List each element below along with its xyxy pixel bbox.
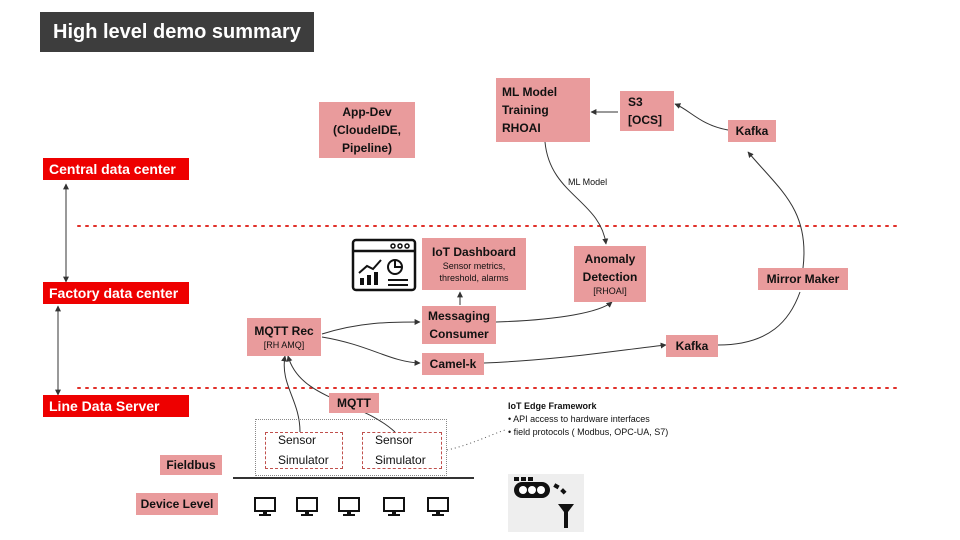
iot-edge-note: IoT Edge Framework • API access to hardw… xyxy=(508,401,728,437)
page-title: High level demo summary xyxy=(40,12,314,52)
monitor-icon xyxy=(427,497,449,516)
arrow-kafka-mirror xyxy=(717,291,801,346)
edge-note-connector xyxy=(446,429,506,451)
conveyor-robot-icon xyxy=(508,474,584,532)
messaging-consumer-box: Messaging Consumer xyxy=(422,306,496,344)
camel-k-box: Camel-k xyxy=(422,353,484,375)
kafka-factory-box: Kafka xyxy=(666,335,718,357)
monitor-icon xyxy=(254,497,276,516)
monitor-icon xyxy=(296,497,318,516)
sensor-group xyxy=(255,419,447,476)
mqtt-rec-box: MQTT Rec [RH AMQ] xyxy=(247,318,321,356)
ml-model-label: ML Model xyxy=(568,177,608,187)
sensor-simulator-2: Sensor Simulator xyxy=(362,432,442,469)
iot-dashboard-box: IoT Dashboard Sensor metrics, threshold,… xyxy=(422,238,526,290)
appdev-box: App-Dev (CloudeIDE, Pipeline) xyxy=(319,102,415,158)
arrow-mqtt-messaging xyxy=(321,319,421,335)
fieldbus-box: Fieldbus xyxy=(160,455,222,475)
dashboard-icon xyxy=(351,238,417,292)
tier-central: Central data center xyxy=(43,158,189,180)
arrow-camel-kafka xyxy=(483,342,667,364)
arrow-sensor1-mqtt xyxy=(281,355,301,433)
arrow-mirror-kafka xyxy=(747,151,805,269)
device-level-box: Device Level xyxy=(136,493,218,515)
monitor-icon xyxy=(383,497,405,516)
mqtt-box: MQTT xyxy=(329,393,379,413)
arrow-messaging-anomaly xyxy=(495,301,613,323)
anomaly-detection-box: Anomaly Detection [RHOAI] xyxy=(574,246,646,302)
monitor-icon xyxy=(338,497,360,516)
kafka-central-box: Kafka xyxy=(728,120,776,142)
arrow-ml-anomaly xyxy=(544,141,609,245)
s3-box: S3 [OCS] xyxy=(620,91,674,131)
tier-line: Line Data Server xyxy=(43,395,189,417)
iot-edge-title: IoT Edge Framework xyxy=(508,401,597,411)
iot-edge-item: • field protocols ( Modbus, OPC-UA, S7) xyxy=(508,427,669,437)
mirror-maker-box: Mirror Maker xyxy=(758,268,848,290)
arrow-kafka-s3 xyxy=(674,103,729,131)
arrow-mqtt-camel xyxy=(321,336,421,366)
tier-factory: Factory data center xyxy=(43,282,189,304)
sensor-simulator-1: Sensor Simulator xyxy=(265,432,343,469)
ml-training-box: ML Model Training RHOAI xyxy=(496,78,590,142)
iot-edge-item: • API access to hardware interfaces xyxy=(508,414,650,424)
